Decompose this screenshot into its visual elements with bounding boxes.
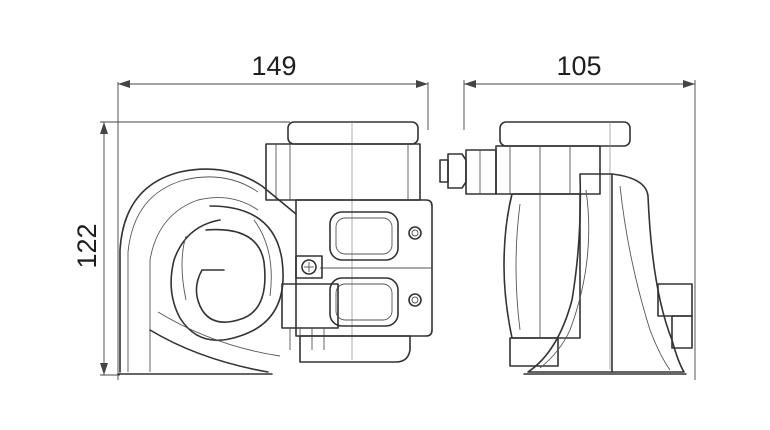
compressor-body <box>281 199 433 363</box>
arrow-right-icon <box>416 80 428 88</box>
motor-housing <box>265 121 421 360</box>
side-view <box>439 121 693 375</box>
horn-bell-side <box>523 173 693 375</box>
depth-dimension: 105 <box>463 51 696 380</box>
arrow-right-icon <box>683 80 695 88</box>
width-dimension: 149 <box>117 51 429 380</box>
arrow-left-icon <box>118 80 130 88</box>
bolt-icon <box>301 259 317 275</box>
terminal-bolt <box>439 149 497 195</box>
horn-spiral <box>117 168 297 375</box>
height-label: 122 <box>72 223 102 268</box>
screw-icon <box>408 293 422 307</box>
arrow-up-icon <box>100 122 108 134</box>
compressor-side <box>503 193 581 367</box>
height-dimension: 122 <box>72 121 290 376</box>
arrow-down-icon <box>100 363 108 375</box>
motor-side <box>495 121 631 370</box>
arrow-left-icon <box>464 80 476 88</box>
screw-icon <box>408 226 422 240</box>
depth-label: 105 <box>556 51 601 81</box>
front-view <box>117 121 433 375</box>
width-label: 149 <box>251 51 296 81</box>
